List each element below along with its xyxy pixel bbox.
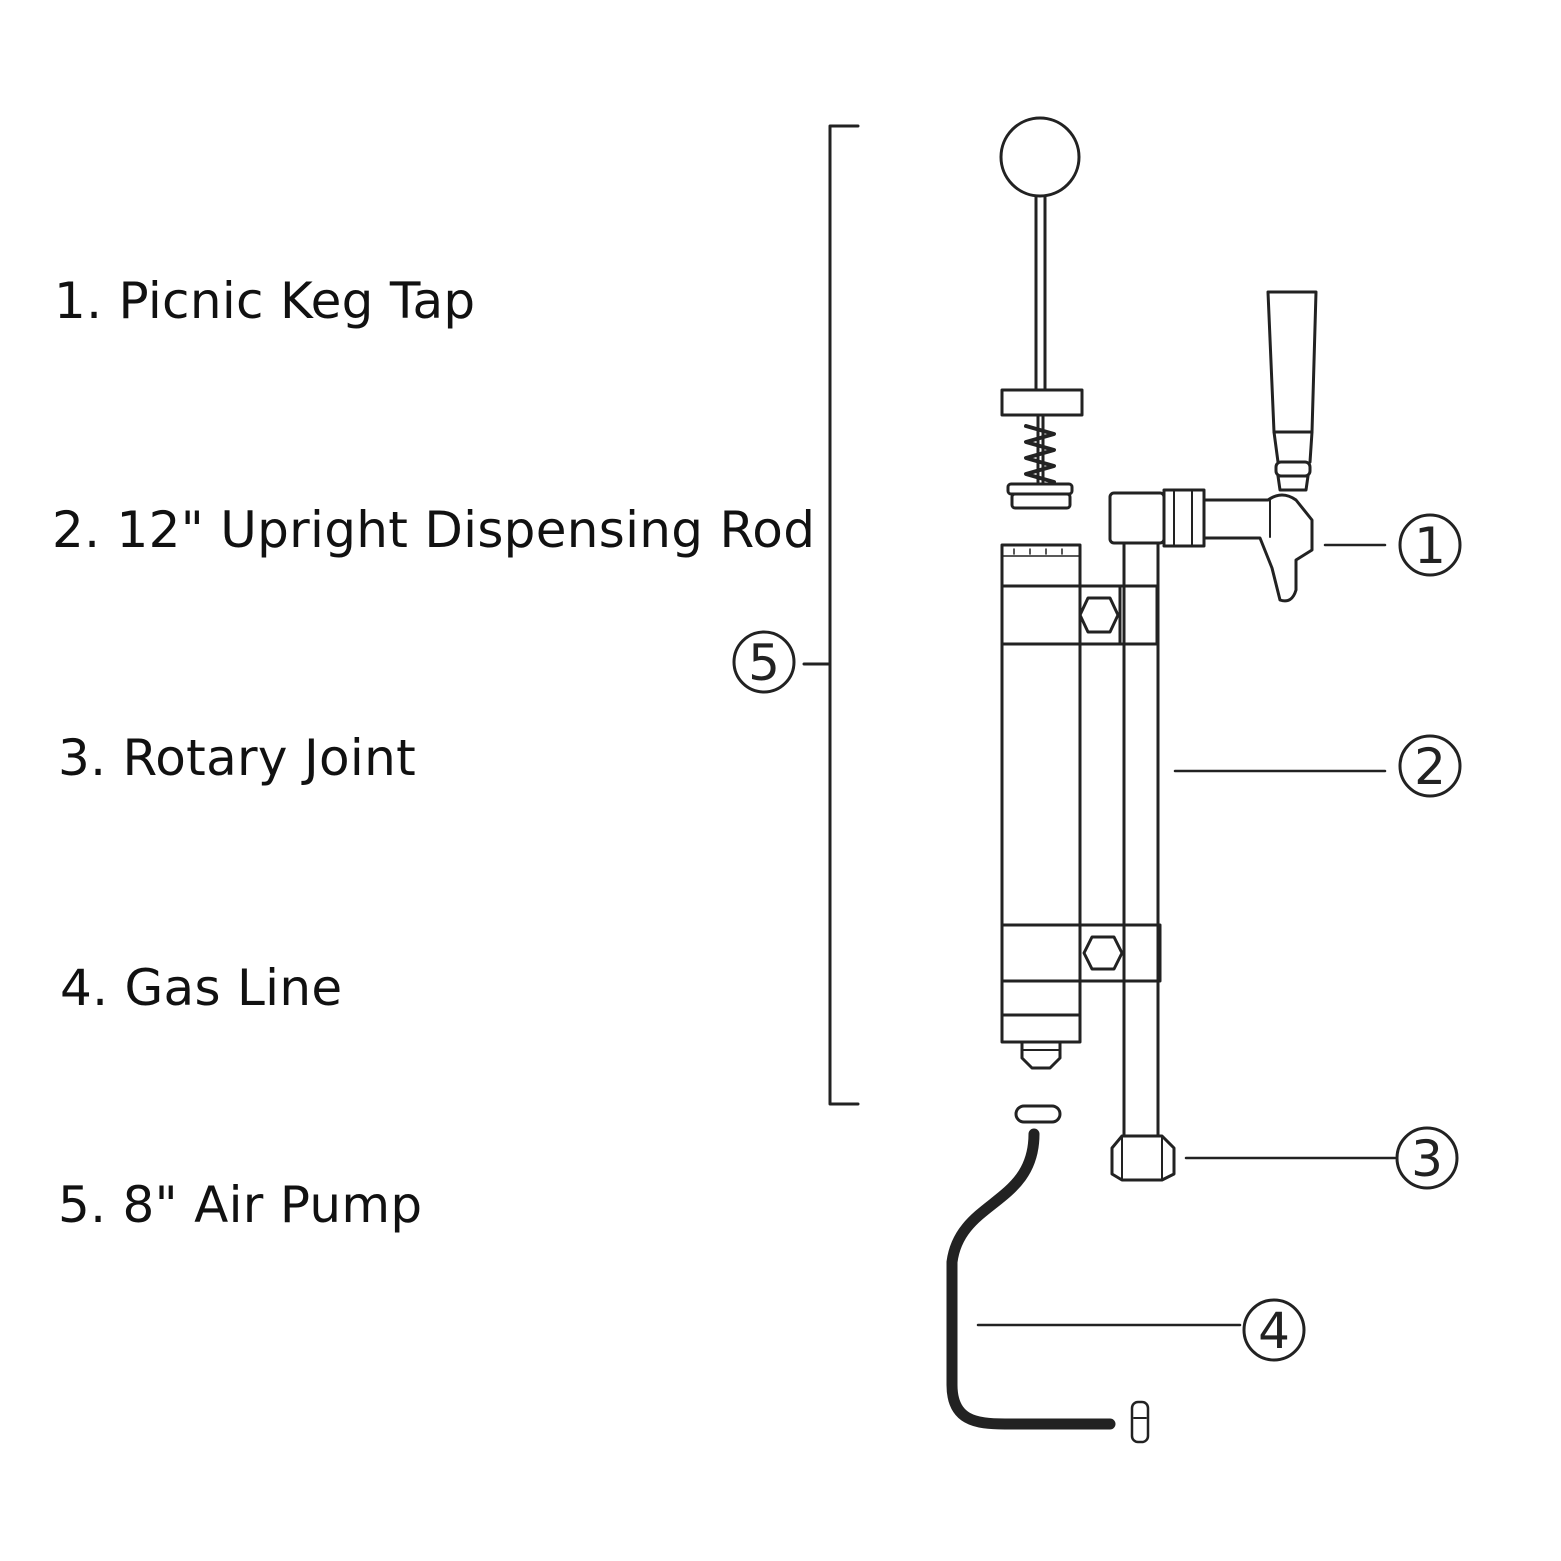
callout-3-number: 3 — [1411, 1130, 1443, 1188]
legend-item-picnic-keg-tap: 1. Picnic Keg Tap — [54, 272, 476, 330]
piston-washer — [1006, 482, 1074, 510]
upper-clamp — [1000, 584, 1159, 646]
callout-4: 4 — [1242, 1298, 1306, 1362]
callout-2-number: 2 — [1414, 738, 1446, 796]
callout-3: 3 — [1395, 1126, 1459, 1190]
legend-item-gas-line: 4. Gas Line — [60, 959, 343, 1017]
callout-5-number: 5 — [748, 634, 780, 692]
gas-line — [946, 1104, 1150, 1444]
callout-5: 5 — [732, 630, 796, 694]
callout-1: 1 — [1398, 513, 1462, 577]
rotary-joint — [1110, 1134, 1176, 1182]
legend-item-air-pump: 5. 8" Air Pump — [58, 1176, 423, 1234]
pump-cylinder — [1000, 543, 1082, 1070]
callout-1-number: 1 — [1414, 517, 1446, 575]
legend-item-rotary-joint: 3. Rotary Joint — [58, 729, 416, 787]
leader-lines — [976, 543, 1397, 1327]
pump-handle — [999, 116, 1084, 484]
air-pump-bracket — [802, 124, 860, 1106]
callout-2: 2 — [1398, 734, 1462, 798]
legend-item-dispensing-rod: 2. 12" Upright Dispensing Rod — [52, 501, 816, 559]
dispensing-rod — [1122, 541, 1160, 1138]
tap-faucet — [1108, 290, 1318, 603]
callout-4-number: 4 — [1258, 1302, 1290, 1360]
lower-clamp — [1000, 923, 1162, 983]
pump-spring — [1024, 424, 1056, 484]
